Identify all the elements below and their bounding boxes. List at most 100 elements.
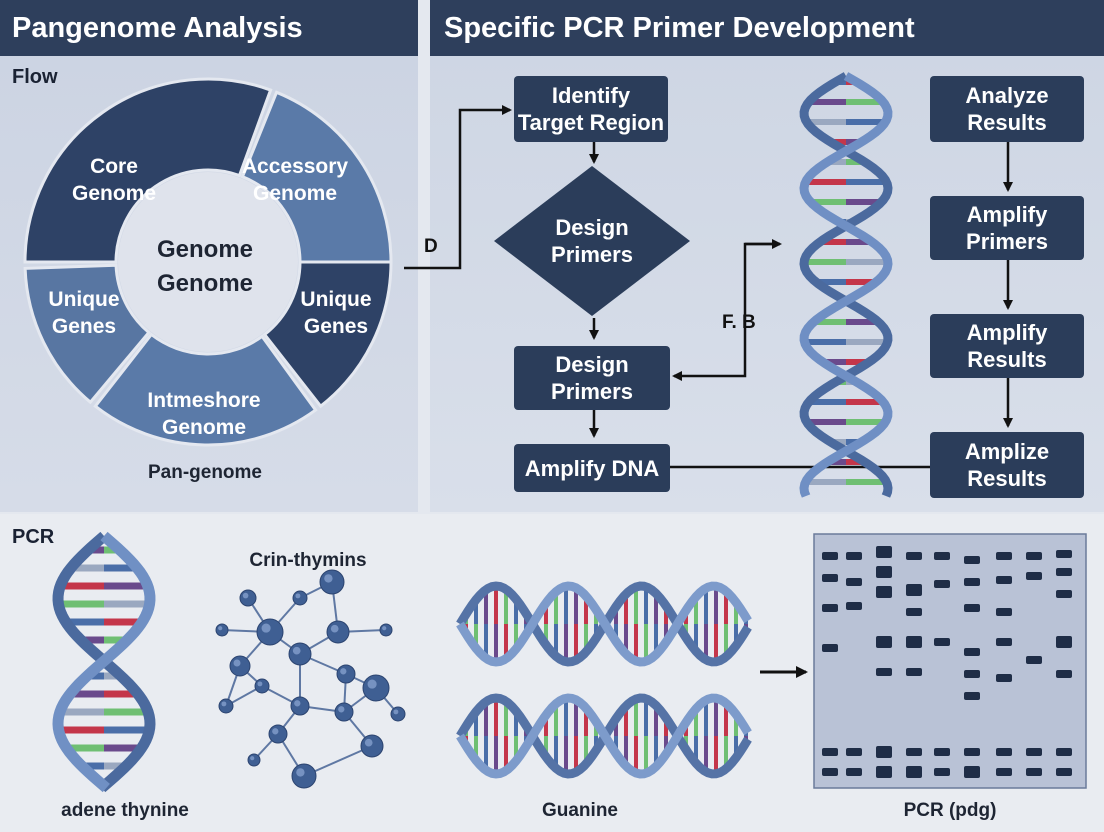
molecule-atom [256,618,284,646]
atom-highlight [324,574,333,583]
molecule-atom [218,698,234,714]
atom-highlight [330,624,339,633]
pangenome-panel: Pangenome Analysis Flow Core Genome Acce… [0,0,418,512]
ring-center [118,172,298,352]
dna-helix-horizontal-bottom [456,693,752,779]
gel-band [846,768,862,776]
pangenome-header: Pangenome Analysis [0,0,418,56]
atom-highlight [340,668,347,675]
segment-unique-genes-left: Unique Genes [48,288,120,338]
atom-highlight [364,738,373,747]
molecule-atom [215,623,229,637]
helix-strand-back [799,72,893,498]
segment-accessory-genome: Accessory Genome [241,155,349,205]
molecule-atom [362,674,390,702]
design-primers-decision-label: Design Primers [551,215,633,267]
gel-band [1056,670,1072,678]
atom-highlight [338,706,345,713]
molecule-atom [319,569,345,595]
atom-highlight [218,626,223,631]
molecule-atom [336,664,356,684]
dna-helix-vertical [799,72,893,498]
bottom-illustrations [52,531,1087,793]
ring-segment-intermediate [93,332,318,447]
ring-segment-core [23,77,273,264]
amplify-dna-box: Amplify DNA [514,444,670,492]
gel-band [964,670,980,678]
gel-band [964,604,980,612]
molecule-atom [379,623,393,637]
gel-band [934,748,950,756]
molecule-atom [326,620,350,644]
atom-highlight [292,646,301,655]
gel-band [906,668,922,676]
gel-band [996,638,1012,646]
gel-band [822,768,838,776]
molecule-label: Crin-thymins [249,550,367,571]
gel-band [846,748,862,756]
gel-band [1056,748,1072,756]
molecule-atom [239,589,257,607]
molecule-atom [291,763,317,789]
molecule-atom [360,734,384,758]
arrow-d-to-identify [404,105,512,270]
gel-band [964,648,980,656]
gel-band [876,546,892,558]
atom-highlight [257,681,263,687]
gel-band [996,768,1012,776]
atom-highlight [261,623,271,633]
gel-band [964,748,980,756]
atom-highlight [367,679,377,689]
gel-band [876,636,892,648]
helix-strand-front [456,693,752,779]
gel-band [1026,656,1042,664]
helix-strand-front [52,531,156,793]
gel-band [996,608,1012,616]
gel-band [846,602,862,610]
amplize-results-box: Amplize Results [930,432,1084,498]
gel-band [876,668,892,676]
gel-band [1056,636,1072,648]
molecule-atom [247,753,261,767]
molecule-atom [229,655,251,677]
gel-band [846,578,862,586]
gel-band [822,552,838,560]
helix-strand-front [456,581,752,667]
gel-band [996,748,1012,756]
gel-band [1026,768,1042,776]
design-primers-decision: Design Primers [492,164,692,318]
gel-electrophoresis [813,533,1087,789]
guanine-caption: Guanine [541,800,618,821]
ring-segment-accessory [240,90,393,264]
helix-caption: adene thynine [61,800,189,821]
gel-band [906,636,922,648]
pangenome-ring-diagram [23,77,393,447]
segment-intermediate-genome: Intmeshore Genome [147,389,261,439]
atom-highlight [272,728,279,735]
analyze-results-box: Analyze Results [930,76,1084,142]
gel-band [876,566,892,578]
gel-band [906,766,922,778]
gel-band [964,578,980,586]
gel-band [1056,568,1072,576]
gel-band [1026,552,1042,560]
gel-band [964,766,980,778]
molecule-atom [254,678,270,694]
ring-segment-unique-right [262,260,393,409]
gel-band [934,768,950,776]
atom-highlight [393,709,399,715]
gel-band [1056,550,1072,558]
amplify-results-box: Amplify Results [930,314,1084,378]
molecule-atom [268,724,288,744]
pcr-label: PCR [12,526,55,548]
gel-band [1056,590,1072,598]
dna-helix-horizontal-top [456,581,752,667]
gel-band [964,556,980,564]
gel-band [1026,572,1042,580]
gel-band [822,574,838,582]
segment-core-genome: Core Genome [71,155,157,205]
molecule-atom [334,702,354,722]
gel-band [906,584,922,596]
atom-highlight [295,593,301,599]
gel-band [934,552,950,560]
